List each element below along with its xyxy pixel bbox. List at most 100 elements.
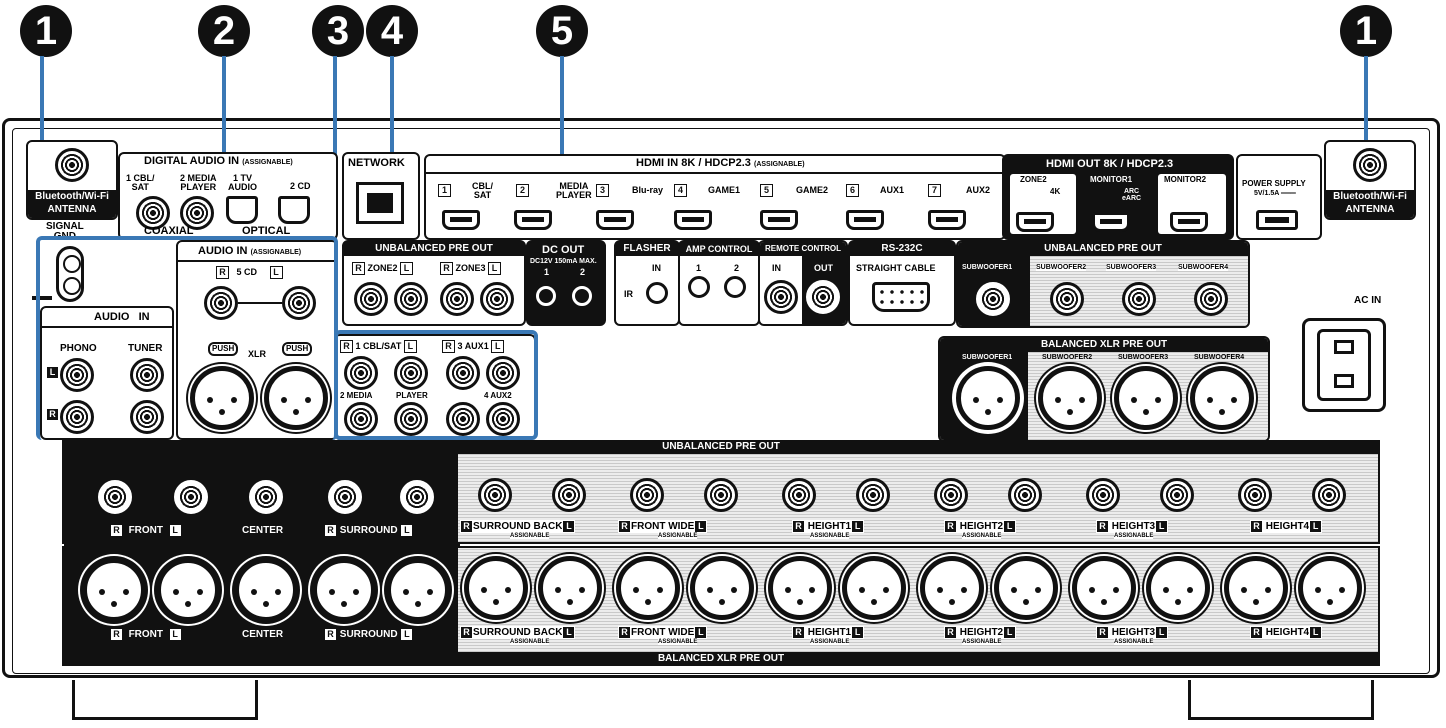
zone2-l-jack[interactable] xyxy=(394,282,428,316)
zone3-l-jack[interactable] xyxy=(480,282,514,316)
sub-pre-out-2-jack[interactable] xyxy=(1050,282,1084,316)
hdmi-out-zone2-port[interactable] xyxy=(1016,212,1054,232)
amp-control-2-jack[interactable] xyxy=(724,276,746,298)
xlr-in-l[interactable] xyxy=(264,366,328,430)
hdmi-in-4[interactable]: 4 GAME1 xyxy=(674,182,754,232)
bal-surround-l-xlr[interactable] xyxy=(386,558,450,622)
zone2-r-jack[interactable] xyxy=(354,282,388,316)
bal-assign-1-r-xlr[interactable] xyxy=(464,556,528,620)
optical-2-jack[interactable] xyxy=(278,196,310,224)
bal-front-r-xlr[interactable] xyxy=(82,558,146,622)
unbal-front-l-jack[interactable] xyxy=(174,480,208,514)
bal-sub-1-xlr[interactable] xyxy=(956,366,1020,430)
amp-control-1-jack[interactable] xyxy=(688,276,710,298)
bal-sub-3-xlr[interactable] xyxy=(1114,366,1178,430)
unbal-front-r-jack[interactable] xyxy=(98,480,132,514)
hdmi-out-monitor2-port[interactable] xyxy=(1170,212,1208,232)
bal-surround-r-xlr[interactable] xyxy=(312,558,376,622)
hdmi-in-3[interactable]: 3 Blu-ray xyxy=(596,182,672,232)
flasher-jack[interactable] xyxy=(646,282,668,304)
remote-control-in-jack[interactable] xyxy=(764,280,798,314)
hdmi-out-monitor1-port[interactable] xyxy=(1092,212,1130,232)
network-ethernet-port[interactable] xyxy=(356,182,404,224)
hdmi-in-5[interactable]: 5 GAME2 xyxy=(760,182,840,232)
coaxial-2-jack[interactable] xyxy=(180,196,214,230)
phono-r-jack[interactable] xyxy=(60,400,94,434)
unbal-assign-3-l-jack[interactable] xyxy=(856,478,890,512)
optical-1-jack[interactable] xyxy=(226,196,258,224)
hdmi-in-7[interactable]: 7 AUX2 xyxy=(928,182,1000,232)
rs232c-port[interactable] xyxy=(872,282,930,312)
bal-main-footer: BALANCED XLR PRE OUT xyxy=(62,652,1380,666)
unbal-assign-6-l-jack[interactable] xyxy=(1312,478,1346,512)
hdmi-in-1[interactable]: 1 CBL/ SAT xyxy=(436,182,512,232)
unbal-assign-5-l-jack[interactable] xyxy=(1160,478,1194,512)
xlr-in-r[interactable] xyxy=(190,366,254,430)
coaxial-1-jack[interactable] xyxy=(136,196,170,230)
unbal-center-jack[interactable] xyxy=(249,480,283,514)
remote-control-out-jack[interactable] xyxy=(806,280,840,314)
usb-port[interactable] xyxy=(1256,210,1298,230)
unbal-surround-l-jack[interactable] xyxy=(400,480,434,514)
cbl-sat-r-jack[interactable] xyxy=(344,356,378,390)
aux1-l-jack[interactable] xyxy=(486,356,520,390)
bal-sub-2-xlr[interactable] xyxy=(1038,366,1102,430)
bal-assign-2-l-xlr[interactable] xyxy=(690,556,754,620)
dc-out-1-jack[interactable] xyxy=(536,286,556,306)
signal-gnd-terminal[interactable] xyxy=(56,246,84,302)
unbal-surround-r-jack[interactable] xyxy=(328,480,362,514)
unbal-assign-2-r-jack[interactable] xyxy=(630,478,664,512)
bal-assign-1-l-xlr[interactable] xyxy=(538,556,602,620)
unbal-assign-2-l-jack[interactable] xyxy=(704,478,738,512)
bal-assign-5-l-xlr[interactable] xyxy=(1146,556,1210,620)
hdmi-in-6-port[interactable] xyxy=(846,210,884,230)
unbal-assign-4-l-jack[interactable] xyxy=(1008,478,1042,512)
unbal-assign-6-r-jack[interactable] xyxy=(1238,478,1272,512)
bal-center-xlr[interactable] xyxy=(234,558,298,622)
hdmi-in-6[interactable]: 6 AUX1 xyxy=(846,182,924,232)
tuner-r-jack[interactable] xyxy=(130,400,164,434)
aux2-r-jack[interactable] xyxy=(446,402,480,436)
hdmi-in-7-port[interactable] xyxy=(928,210,966,230)
unbal-assign-3-r-jack[interactable] xyxy=(782,478,816,512)
bal-front-l-xlr[interactable] xyxy=(156,558,220,622)
sub-pre-out-4-jack[interactable] xyxy=(1194,282,1228,316)
ac-in-socket[interactable] xyxy=(1302,318,1386,412)
hdmi-in-5-port[interactable] xyxy=(760,210,798,230)
cbl-sat-l-jack[interactable] xyxy=(394,356,428,390)
hdmi-in-4-port[interactable] xyxy=(674,210,712,230)
bal-assign-3-sub: ASSIGNABLE xyxy=(810,639,850,645)
bal-assign-6-l-xlr[interactable] xyxy=(1298,556,1362,620)
sub-pre-out-1-jack[interactable] xyxy=(976,282,1010,316)
zone3-r-jack[interactable] xyxy=(440,282,474,316)
hdmi-in-1-port[interactable] xyxy=(442,210,480,230)
bal-assign-6-r-xlr[interactable] xyxy=(1224,556,1288,620)
bal-assign-2-r-xlr[interactable] xyxy=(616,556,680,620)
unbal-assign-1-r-jack[interactable] xyxy=(478,478,512,512)
bal-assign-3-l-xlr[interactable] xyxy=(842,556,906,620)
unbal-assign-1-l-jack[interactable] xyxy=(552,478,586,512)
bt-antenna-left-connector[interactable] xyxy=(55,148,89,182)
bal-sub-4-xlr[interactable] xyxy=(1190,366,1254,430)
aux1-r-jack[interactable] xyxy=(446,356,480,390)
hdmi-in-2[interactable]: 2 MEDIA PLAYER xyxy=(514,182,592,232)
cd-l-jack[interactable] xyxy=(282,286,316,320)
aux2-l-jack[interactable] xyxy=(486,402,520,436)
cd-r-jack[interactable] xyxy=(204,286,238,320)
bal-assign-4-l-xlr[interactable] xyxy=(994,556,1058,620)
hdmi-in-2-port[interactable] xyxy=(514,210,552,230)
bt-antenna-right-connector[interactable] xyxy=(1353,148,1387,182)
phono-l-jack[interactable] xyxy=(60,358,94,392)
unbal-assign-5-r-jack[interactable] xyxy=(1086,478,1120,512)
sub-pre-out-3-jack[interactable] xyxy=(1122,282,1156,316)
tuner-l-jack[interactable] xyxy=(130,358,164,392)
bal-assign-4-r-xlr[interactable] xyxy=(920,556,984,620)
unbal-assign-4-r-jack[interactable] xyxy=(934,478,968,512)
bal-assign-3-r-xlr[interactable] xyxy=(768,556,832,620)
hdmi-in-3-port[interactable] xyxy=(596,210,634,230)
dc-out-2-jack[interactable] xyxy=(572,286,592,306)
bal-assign-5-r-xlr[interactable] xyxy=(1072,556,1136,620)
media-player-l-jack[interactable] xyxy=(394,402,428,436)
media-player-r-jack[interactable] xyxy=(344,402,378,436)
